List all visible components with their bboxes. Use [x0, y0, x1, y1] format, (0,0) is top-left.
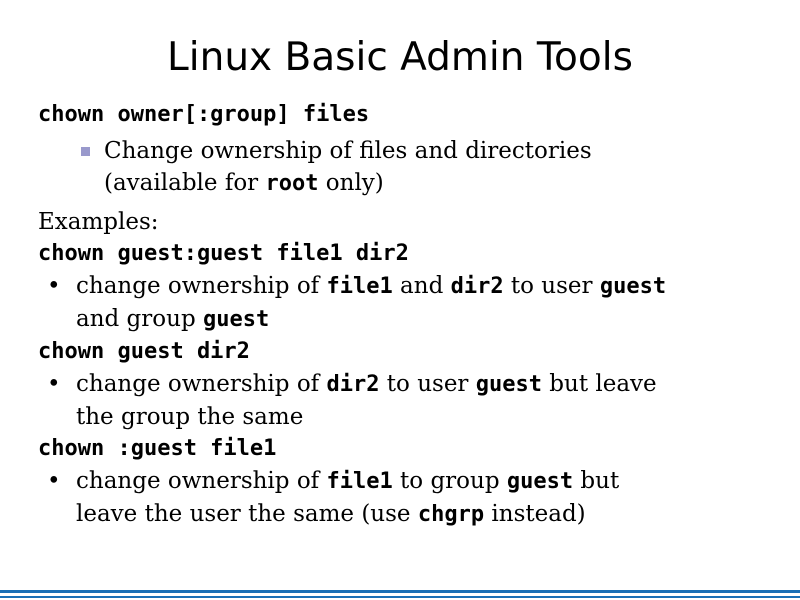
bullet-dot-icon: • [47, 273, 61, 299]
text-span: to group [392, 468, 507, 494]
example-2-line2: the group the same [76, 404, 304, 430]
example-1-line1: change ownership of file1 and dir2 to us… [76, 270, 778, 303]
code-dir2: dir2 [450, 274, 504, 299]
code-root: root [265, 171, 319, 196]
example-command-2: chown guest dir2 [38, 339, 250, 364]
text-span: and group [76, 306, 203, 332]
example-bullet-3: • change ownership of file1 to group gue… [38, 465, 778, 531]
slide-body: chown owner[:group] files Change ownersh… [38, 99, 778, 531]
example-bullet-2: • change ownership of dir2 to user guest… [38, 368, 778, 433]
text-span: change ownership of [76, 273, 327, 299]
examples-label: Examples: [38, 209, 159, 235]
example-3-line2: leave the user the same (use chgrp inste… [76, 498, 778, 531]
example-command-1: chown guest:guest file1 dir2 [38, 241, 409, 266]
text-span: only) [318, 170, 384, 196]
code-guest: guest [599, 274, 667, 299]
text-span: and [392, 273, 451, 299]
text-span: to user [379, 371, 476, 397]
bullet-dot-icon: • [47, 371, 61, 397]
sub-bullet-line2: (available for root only) [104, 167, 778, 200]
text-span: instead) [484, 501, 586, 527]
example-command-3: chown :guest file1 [38, 436, 277, 461]
square-bullet-icon [81, 147, 90, 156]
text-span: but [573, 468, 620, 494]
text-span: change ownership of [76, 371, 327, 397]
example-bullet-1: • change ownership of file1 and dir2 to … [38, 270, 778, 336]
command-syntax: chown owner[:group] files [38, 102, 370, 127]
code-file1: file1 [326, 469, 393, 494]
code-guest: guest [475, 372, 542, 397]
example-3-line1: change ownership of file1 to group guest… [76, 465, 778, 498]
example-1-line2: and group guest [76, 303, 778, 336]
text-span: to user [503, 273, 600, 299]
example-2-line1: change ownership of dir2 to user guest b… [76, 368, 778, 401]
text-span: (available for [104, 170, 266, 196]
code-file1: file1 [326, 274, 393, 299]
footer-rule-secondary [0, 596, 800, 598]
code-dir2: dir2 [326, 372, 380, 397]
code-chgrp: chgrp [417, 502, 485, 527]
bullet-dot-icon: • [47, 468, 61, 494]
sub-bullet-line1: Change ownership of files and directorie… [104, 138, 592, 164]
text-span: but leave [541, 371, 657, 397]
code-guest: guest [202, 307, 270, 332]
text-span: change ownership of [76, 468, 327, 494]
text-span: leave the user the same (use [76, 501, 418, 527]
code-guest: guest [506, 469, 574, 494]
slide-title: Linux Basic Admin Tools [167, 35, 633, 80]
footer-rule [0, 590, 800, 593]
sub-bullet-item: Change ownership of files and directorie… [38, 135, 778, 200]
